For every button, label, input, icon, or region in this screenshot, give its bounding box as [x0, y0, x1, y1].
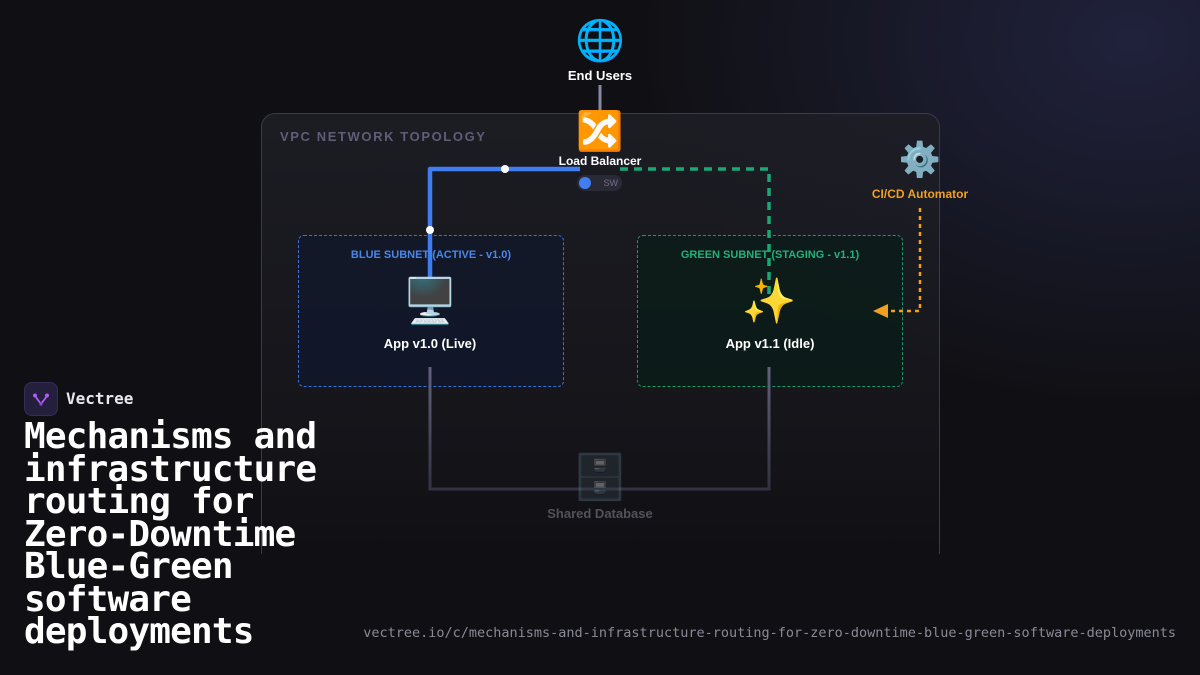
cicd-deploy-line — [888, 208, 922, 313]
green-subnet-title: GREEN SUBNET (STAGING - v1.1) — [680, 249, 860, 261]
packet-dot — [501, 165, 509, 173]
load-balancer-label: Load Balancer — [558, 154, 642, 168]
shuffle-icon: 🔀 — [576, 111, 624, 153]
database-label: Shared Database — [547, 506, 653, 521]
gear-icon: ⚙️ — [898, 141, 942, 179]
toggle-knob — [579, 177, 591, 189]
vectree-logo-icon — [24, 382, 58, 416]
vpc-title: VPC NETWORK TOPOLOGY — [280, 129, 487, 144]
page-title: Mechanisms and infrastructure routing fo… — [24, 416, 317, 652]
source-url[interactable]: vectree.io/c/mechanisms-and-infrastructu… — [363, 625, 1176, 641]
globe-icon: 🌐 — [575, 19, 625, 63]
sparkles-icon: ✨ — [741, 277, 797, 326]
blue-app-label: App v1.0 (Live) — [383, 336, 477, 351]
database-icon: 🗄️ — [572, 453, 628, 502]
end-users-label: End Users — [567, 68, 633, 83]
switch-toggle[interactable]: SW — [577, 175, 622, 191]
blue-route-line — [427, 166, 580, 282]
toggle-label: SW — [603, 178, 619, 188]
brand-name: Vectree — [66, 389, 134, 408]
cicd-arrowhead — [873, 304, 888, 318]
desktop-icon: 🖥️ — [402, 277, 458, 326]
packet-dot — [426, 226, 434, 234]
green-route-line — [620, 167, 771, 300]
cicd-label: CI/CD Automator — [871, 187, 969, 201]
green-app-label: App v1.1 (Idle) — [725, 336, 815, 351]
db-connection-line — [428, 367, 771, 491]
